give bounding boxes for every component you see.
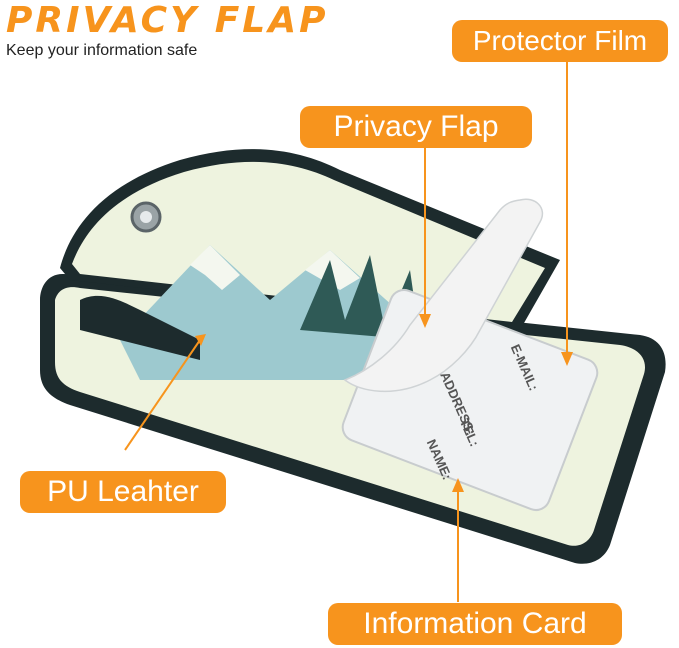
page-subtitle: Keep your information safe bbox=[6, 42, 198, 59]
page-title: PRIVACY FLAP bbox=[6, 0, 329, 41]
callout-protector-film: Protector Film bbox=[452, 20, 668, 62]
protector-film bbox=[343, 198, 544, 392]
mountain-snow bbox=[190, 245, 240, 290]
callout-information-card: Information Card bbox=[328, 603, 622, 645]
callout-pu-leather: PU Leahter bbox=[20, 471, 226, 513]
callout-privacy-flap: Privacy Flap bbox=[300, 106, 532, 148]
tree-line-left bbox=[80, 295, 200, 360]
